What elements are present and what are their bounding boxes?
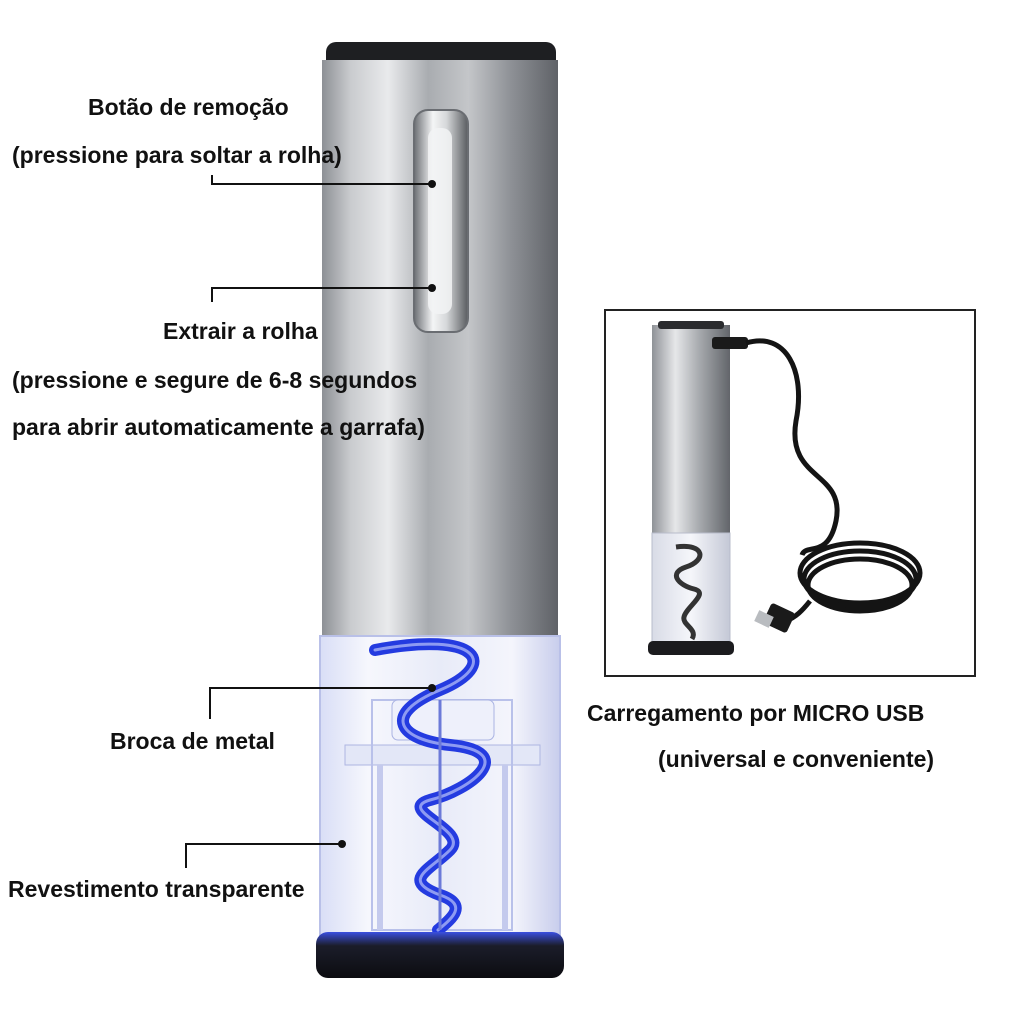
charging-caption-line2: (universal e conveniente) <box>658 746 935 772</box>
extract-cork-description-line2: para abrir automaticamente a garrafa) <box>12 414 425 440</box>
charging-inset <box>604 309 976 677</box>
extract-cork-title: Extrair a rolha <box>163 318 318 344</box>
release-button-description: (pressione para soltar a rolha) <box>12 142 342 168</box>
usb-charging-image <box>648 321 923 655</box>
release-button-title: Botão de remoção <box>88 94 289 120</box>
transparent-shell-label: Revestimento transparente <box>8 876 305 902</box>
metal-drill-label: Broca de metal <box>110 728 275 754</box>
charging-caption-line1: Carregamento por MICRO USB <box>587 700 925 726</box>
extract-cork-description-line1: (pressione e segure de 6-8 segundos <box>12 367 418 393</box>
